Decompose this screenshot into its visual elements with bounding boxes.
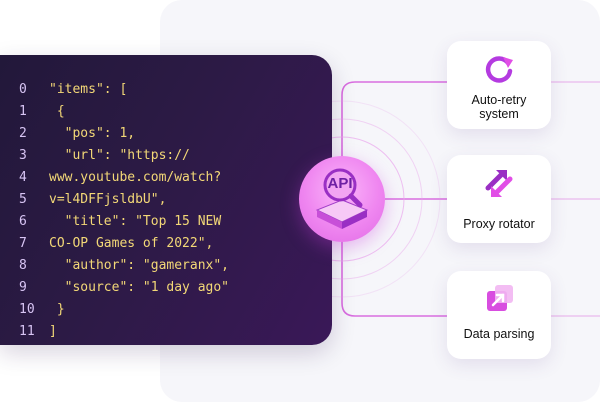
code-text: ] — [49, 324, 57, 339]
code-text: "author": "gameranx", — [49, 258, 230, 273]
code-text: } — [49, 302, 65, 317]
magnifier-platform-icon — [315, 168, 369, 229]
line-number: 1 — [19, 104, 27, 119]
api-hub: API — [299, 156, 385, 242]
code-text: www.youtube.com/watch? — [49, 170, 222, 185]
code-line: 2 "pos": 1, — [0, 123, 332, 145]
line-number: 3 — [19, 148, 27, 163]
code-text: v=l4DFFjsldbU", — [49, 192, 167, 207]
line-number: 5 — [19, 192, 27, 207]
code-line: 0 "items": [ — [0, 79, 332, 101]
code-line: 6 "title": "Top 15 NEW — [0, 211, 332, 233]
code-line: 3 "url": "https:// — [0, 145, 332, 167]
line-number: 10 — [19, 302, 35, 317]
retry-icon — [485, 56, 513, 83]
code-text: "url": "https:// — [49, 148, 190, 163]
code-line: 8 "author": "gameranx", — [0, 255, 332, 277]
line-number: 11 — [19, 324, 35, 339]
code-text: { — [49, 104, 65, 119]
code-text: "source": "1 day ago" — [49, 280, 230, 295]
feature-label: Data parsing — [463, 327, 535, 341]
line-number: 7 — [19, 236, 27, 251]
feature-card-auto-retry: Auto-retry system — [447, 41, 551, 129]
code-line: 9 "source": "1 day ago" — [0, 277, 332, 299]
code-line: 5 v=l4DFFjsldbU", — [0, 189, 332, 211]
line-number: 6 — [19, 214, 27, 229]
feature-card-data-parsing: Data parsing — [447, 271, 551, 359]
feature-label: Proxy rotator — [463, 217, 535, 231]
feature-label: Auto-retry system — [471, 93, 527, 121]
line-number: 4 — [19, 170, 27, 185]
code-text: "pos": 1, — [49, 126, 136, 141]
code-line: 1 { — [0, 101, 332, 123]
line-number: 0 — [19, 82, 27, 97]
code-line: 4 www.youtube.com/watch? — [0, 167, 332, 189]
code-line: 11] — [0, 321, 332, 343]
feature-card-proxy-rotator: Proxy rotator — [447, 155, 551, 243]
line-number: 2 — [19, 126, 27, 141]
code-panel: 0 "items": [ 1 { 2 "pos": 1, 3 "url": "ht… — [0, 55, 332, 345]
rotate-arrows-icon — [485, 170, 513, 197]
code-text: CO-OP Games of 2022", — [49, 236, 214, 251]
code-text: "items": [ — [49, 82, 128, 97]
line-number: 8 — [19, 258, 27, 273]
code-line: 7 CO-OP Games of 2022", — [0, 233, 332, 255]
expand-icon — [487, 285, 513, 311]
code-text: "title": "Top 15 NEW — [49, 214, 222, 229]
api-label: API — [327, 175, 353, 192]
line-number: 9 — [19, 280, 27, 295]
code-line: 10 } — [0, 299, 332, 321]
